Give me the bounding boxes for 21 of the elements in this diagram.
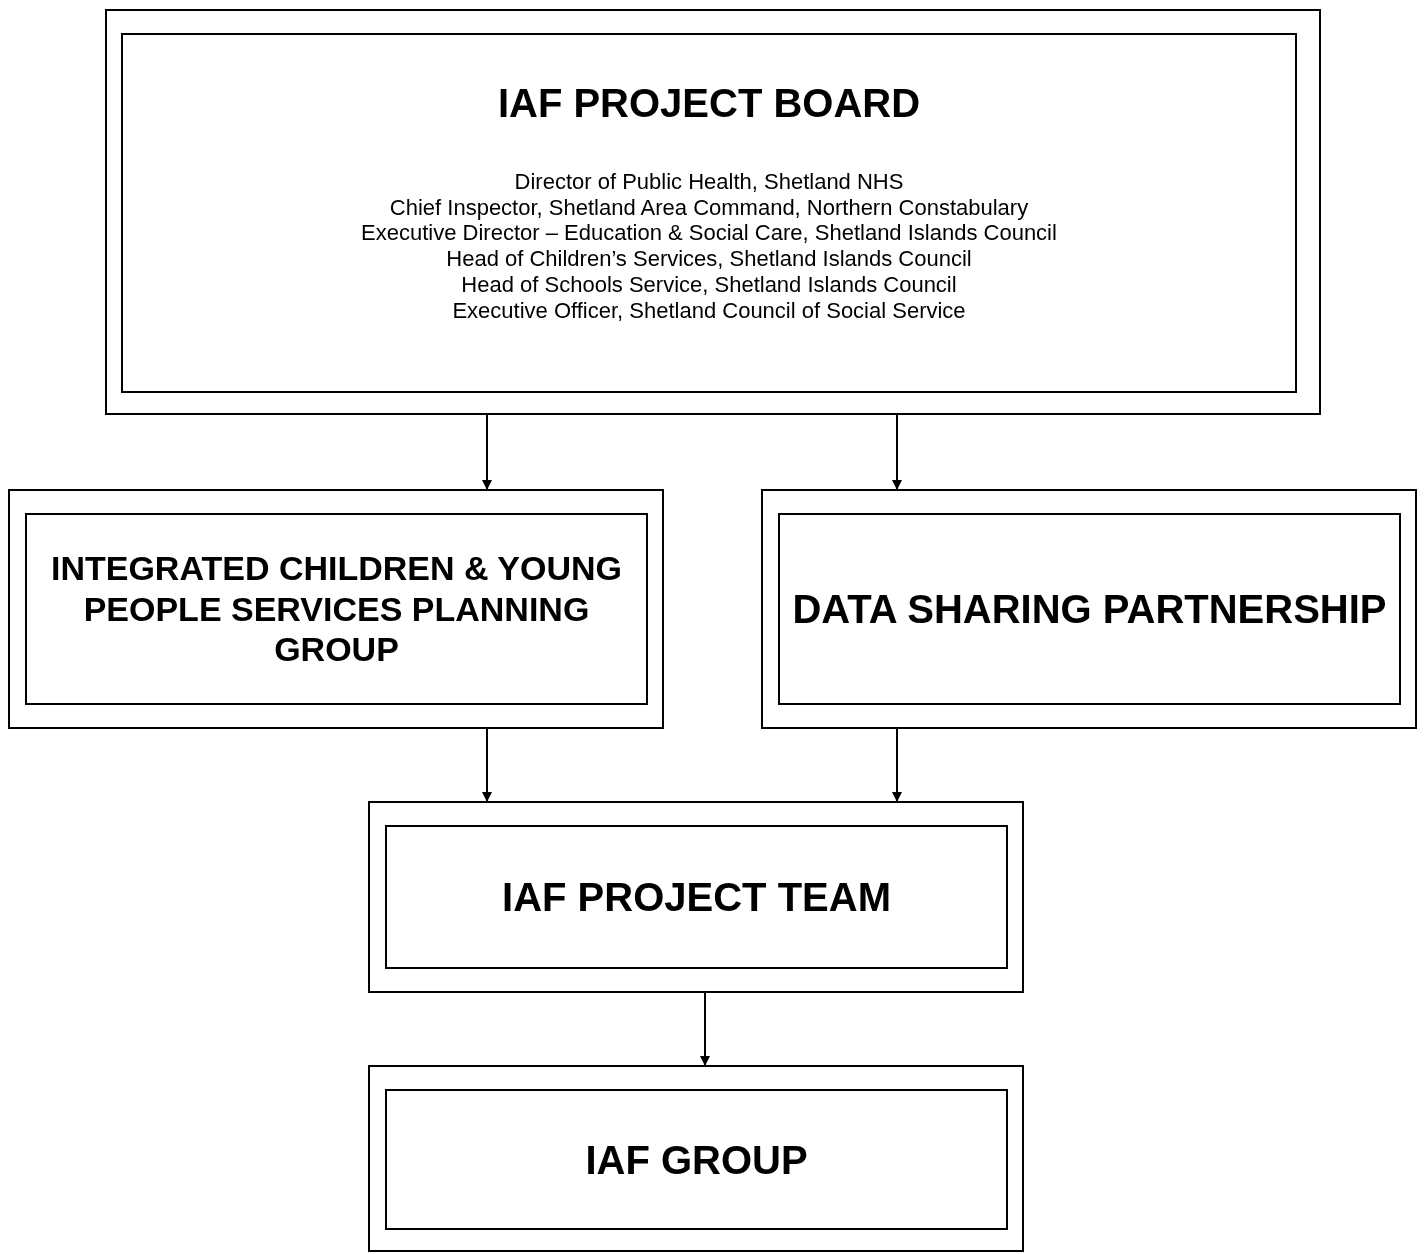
member-line: Head of Children’s Services, Shetland Islands Council xyxy=(446,246,972,272)
arrow xyxy=(482,728,492,802)
box-title: INTEGRATED CHILDREN & YOUNG PEOPLE SERVICES PLANNING GROUP xyxy=(49,547,624,671)
member-line: Executive Director – Education & Social Care, Shetland Islands Council xyxy=(361,220,1057,247)
arrow xyxy=(892,414,902,490)
member-line: Executive Officer, Shetland Council of Social Service xyxy=(452,297,966,324)
box-title: IAF PROJECT BOARD xyxy=(497,80,921,127)
member-line: Head of Schools Service, Shetland Islands Council xyxy=(461,271,957,298)
member-line: Director of Public Health, Shetland NHS xyxy=(514,169,904,195)
double-bordered-box xyxy=(8,489,664,729)
member-line: Chief Inspector, Shetland Area Command, Northern Constabulary xyxy=(389,194,1029,221)
double-bordered-box xyxy=(105,9,1321,415)
double-bordered-box xyxy=(761,489,1417,729)
double-bordered-box xyxy=(368,1065,1024,1252)
box-title: DATA SHARING PARTNERSHIP xyxy=(792,586,1387,633)
box-title: IAF PROJECT TEAM xyxy=(502,874,891,921)
box-title: IAF GROUP xyxy=(585,1136,808,1184)
double-bordered-box xyxy=(368,801,1024,993)
arrow xyxy=(700,992,710,1066)
arrow xyxy=(482,414,492,490)
arrow xyxy=(892,728,902,802)
